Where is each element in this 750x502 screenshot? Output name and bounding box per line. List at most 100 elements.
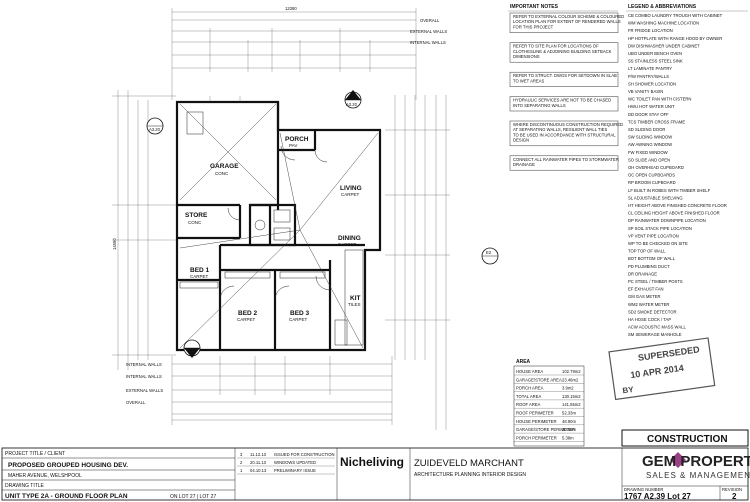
note-text: DIMENSIONS <box>513 54 540 59</box>
note-text: TO BE USED IN ACCORDANCE WITH STRUCTURAL <box>513 132 616 137</box>
note-box <box>509 155 619 171</box>
left-dimension-value: 14590 <box>112 238 117 250</box>
legend-item: DP RAINWATER DOWNPIPE LOCATION <box>628 218 706 223</box>
note-text: CLOTHESLINE & ADJOINING BUILDING SETBACK <box>513 49 612 54</box>
room-bed3-finish: CARPET <box>289 317 308 322</box>
legend: LEGEND & ABBREVIATIONS CB COMBO LAUNDRY … <box>626 4 748 337</box>
legend-item: FW FIXED WINDOW <box>628 150 668 155</box>
drawing-title: UNIT TYPE 2A - GROUND FLOOR PLAN <box>5 493 128 500</box>
note-text: HYDRAULIC SERVICES ARE NOT TO BE CHASED <box>513 98 611 103</box>
drawing-sheet-ref: ON LOT 27 | LOT 27 <box>170 494 216 500</box>
area-row-value: 20.66m <box>562 427 576 432</box>
bottom-label-overall: OVERALL <box>126 400 146 405</box>
builder-logo: Nicheliving <box>340 455 404 469</box>
bottom-label-internal-1: INTERNAL WALLS <box>126 362 162 367</box>
legend-item: GM GAS METER <box>628 294 661 299</box>
legend-item: HA HOSE COCK / TAP <box>628 317 671 322</box>
revision-description-cell: WINDOWS UPDATED <box>274 460 316 465</box>
watermark-logo: GEM PROPERTY SALES & MANAGEMENT <box>642 452 750 480</box>
area-heading: AREA <box>516 359 531 365</box>
room-garage: GARAGE <box>210 163 239 170</box>
room-bed3: BED 3 <box>290 310 310 317</box>
section-marker-right-id: E2 <box>486 250 492 255</box>
revision-date-cell: 04.10.13 <box>250 468 267 473</box>
toilet-fixture <box>254 219 266 231</box>
area-row-label: ROOF AREA <box>516 402 541 407</box>
legend-item: OH OVERHEAD CUPBOARD <box>628 165 684 170</box>
drawing-title-label: DRAWING TITLE <box>5 483 45 489</box>
legend-item: ACW ACOUSTIC MASS WALL <box>628 325 686 330</box>
diamond-icon <box>670 452 686 468</box>
legend-item: HP HOTPLATE WITH RANGE HOOD BY OWNER <box>628 36 722 41</box>
section-marker-right: E2 <box>481 247 499 265</box>
legend-item: WP TO BE CHECKED ON SITE <box>628 241 688 246</box>
legend-item: VB VANITY BASIN <box>628 89 663 94</box>
project-title-label: PROJECT TITLE / CLIENT <box>5 451 65 457</box>
note-text: REFER TO EXTERNAL COLOUR SCHEME & COLOUR… <box>513 14 624 19</box>
legend-item: TOP TOP OF WALL <box>628 249 666 254</box>
note-text: AT SEPARATING WALLS, RESILIENT WALL TIES <box>513 127 607 132</box>
note-box <box>509 42 619 63</box>
note-box <box>509 96 619 112</box>
area-row-label: HOUSE AREA <box>516 369 543 374</box>
area-row-value: 48.90m <box>562 419 576 424</box>
room-bed2: BED 2 <box>238 310 258 317</box>
note-text: REFER TO SITE PLAN FOR LOCATIONS OF <box>513 44 599 49</box>
legend-heading: LEGEND & ABBREVIATIONS <box>628 4 697 10</box>
project-title: PROPOSED GROUPED HOUSING DEV. <box>8 462 128 469</box>
revision-number: 2 <box>732 492 737 501</box>
legend-item: SD SLIDING DOOR <box>628 127 665 132</box>
section-marker-bottom <box>183 339 201 358</box>
revision-date-cell: 11.12.13 <box>250 452 267 457</box>
door-swing <box>227 207 241 221</box>
room-porch-finish: PAV <box>289 143 297 148</box>
legend-item: DR DRAINAGE <box>628 271 657 276</box>
legend-item: P/W PANTRY/WALLS <box>628 74 669 79</box>
legend-item: SP SOIL STACK PIPE LOCATION <box>628 226 692 231</box>
note-text: LOCATION PLAN FOR EXTENT OF RENDERED WAL… <box>513 19 621 24</box>
bottom-dimension-lines: INTERNAL WALLS INTERNAL WALLS EXTERNAL W… <box>126 356 393 425</box>
area-row-label: ROOF PERIMETER <box>516 411 554 416</box>
legend-item: VP VENT PIPE LOCATION <box>628 233 679 238</box>
legend-item: HT HEIGHT ABOVE FINISHED CONCRETE FLOOR <box>628 203 727 208</box>
construction-label: CONSTRUCTION <box>647 434 728 445</box>
bottom-label-external: EXTERNAL WALLS <box>126 388 163 393</box>
legend-item: SH SHOWER LOCATION <box>628 81 676 86</box>
legend-item: DD DOOR STAY OFF <box>628 112 669 117</box>
section-marker-top-id: E1 <box>349 94 355 99</box>
legend-item: SS STAINLESS STEEL SINK <box>628 59 683 64</box>
section-marker-top: E1 A3.20 <box>344 90 362 109</box>
room-porch: PORCH <box>285 136 309 143</box>
note-box <box>509 120 619 147</box>
legend-item: BOT BOTTOM OF WALL <box>628 256 676 261</box>
legend-item: SM SEWERAGE MANHOLE <box>628 332 682 337</box>
area-row-label: PORCH PERIMETER <box>516 435 557 440</box>
legend-item: CB COMBO LAUNDRY TROUGH WITH CABINET <box>628 13 723 18</box>
area-row-value: 23.46m2 <box>562 377 579 382</box>
top-dimension-value: 12390 <box>285 6 297 11</box>
note-text: INTO SEPARATING WALLS <box>513 103 566 108</box>
stamp-by: BY <box>622 385 635 396</box>
notes-heading: IMPORTANT NOTES <box>510 4 559 10</box>
superseded-stamp: SUPERSEDED 10 APR 2014 BY <box>608 337 716 401</box>
area-row-value: 130.15m2 <box>562 394 581 399</box>
bathroom-block <box>248 203 297 247</box>
revision-number-cell: 3 <box>240 452 243 457</box>
legend-item: PC STEEL / TIMBER POSTS <box>628 279 683 284</box>
revision-date-cell: 20.11.13 <box>250 460 267 465</box>
legend-item: AW AWNING WINDOW <box>628 142 672 147</box>
room-living: LIVING <box>340 185 362 192</box>
legend-item: SL ADJUSTABLE SHELVING <box>628 195 683 200</box>
area-row-value: 52.33m <box>562 411 576 416</box>
legend-item: UBO UNDER BENCH OVEN <box>628 51 682 56</box>
revision-number-cell: 2 <box>240 460 243 465</box>
room-garage-finish: CONC <box>215 171 229 176</box>
area-row-label: GARAGE/STORE PERIMETER <box>516 427 575 432</box>
floor-plan <box>175 96 382 352</box>
legend-item: SW SLIDING WINDOW <box>628 135 672 140</box>
room-kit-finish: TILES <box>348 302 361 307</box>
note-text: WHERE DISCONTINUOUS CONSTRUCTION REQUIRE… <box>513 122 623 127</box>
section-marker-left-ref: A3.20 <box>149 127 161 132</box>
room-store-finish: CONC <box>188 220 202 225</box>
